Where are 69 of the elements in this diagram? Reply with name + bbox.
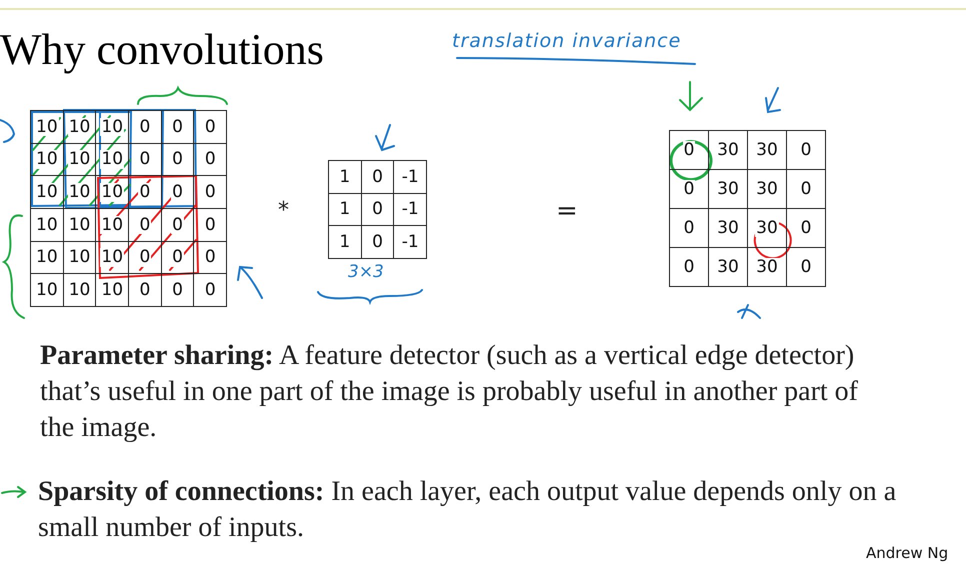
matrix-cell: 30 [709,131,748,170]
matrix-cell: 30 [748,248,787,287]
matrix-cell: 10 [31,242,64,274]
matrix-cell: 10 [96,144,130,176]
matrix-cell: 30 [709,209,748,248]
matrix-cell: 30 [709,170,748,209]
matrix-cell: 10 [31,209,64,242]
bullet-text: Sparsity of connections: In each layer, each output value depends only on a small number of inputs. [38,475,898,545]
matrix-cell: 10 [31,274,64,308]
filter-cell: -1 [394,194,428,226]
matrix-cell: 10 [96,176,130,210]
matrix-cell: 0 [129,209,162,242]
matrix-cell: 0 [194,144,228,176]
matrix-cell: 10 [64,242,96,274]
matrix-cell: 0 [162,111,194,144]
operator-symbol: * [278,198,289,223]
matrix-cell: 0 [162,242,194,274]
matrix-cell: 0 [787,131,826,170]
matrix-cell: 0 [670,170,709,209]
matrix-cell: 0 [162,144,194,176]
matrix-cell: 0 [162,209,194,242]
filter-cell: -1 [394,226,428,260]
handwritten-note: 3×3 [348,262,384,282]
filter-cell: 0 [362,226,394,260]
matrix-cell: 30 [748,131,787,170]
matrix-cell: 0 [787,170,826,209]
matrix-cell: 0 [670,209,709,248]
filter-cell: 0 [362,194,394,226]
operator-symbol: = [556,196,578,226]
filter-cell: 1 [329,161,362,194]
matrix-cell: 0 [670,131,709,170]
matrix-cell: 0 [129,144,162,176]
matrix-cell: 10 [64,274,96,308]
matrix-cell: 10 [64,209,96,242]
handwritten-note: translation invariance [452,30,682,52]
matrix-cell: 0 [162,176,194,210]
matrix-cell: 10 [31,111,64,144]
matrix-cell: 0 [670,248,709,287]
matrix-cell: 0 [194,209,228,242]
filter-cell: -1 [394,161,428,194]
matrix-cell: 0 [194,242,228,274]
matrix-cell: 0 [129,242,162,274]
matrix-cell: 0 [129,111,162,144]
matrix-cell: 0 [194,111,228,144]
filter-cell: 0 [362,161,394,194]
matrix-cell: 10 [64,176,96,210]
slide-title: Why convolutions [0,24,324,75]
matrix-cell: 0 [129,176,162,210]
author-name: Andrew Ng [866,544,948,562]
matrix-cell: 10 [96,274,130,308]
filter-cell: 1 [329,194,362,226]
matrix-cell: 10 [64,111,96,144]
matrix-cell: 30 [748,209,787,248]
matrix-cell: 10 [96,209,130,242]
matrix-cell: 30 [709,248,748,287]
matrix-cell: 10 [31,176,64,210]
matrix-cell: 0 [129,274,162,308]
bullet-text: Parameter sharing: A feature detector (such as a vertical edge detector) that’s useful in one part of the image is probably useful in another part of the image. [40,339,860,445]
matrix-cell: 0 [162,274,194,308]
matrix-cell: 30 [748,170,787,209]
filter-cell: 1 [329,226,362,260]
matrix-cell: 0 [787,209,826,248]
matrix-cell: 10 [64,144,96,176]
matrix-cell: 10 [96,111,130,144]
matrix-cell: 0 [787,248,826,287]
matrix-cell: 0 [194,176,228,210]
matrix-cell: 10 [31,144,64,176]
matrix-cell: 10 [96,242,130,274]
matrix-cell: 0 [194,274,228,308]
